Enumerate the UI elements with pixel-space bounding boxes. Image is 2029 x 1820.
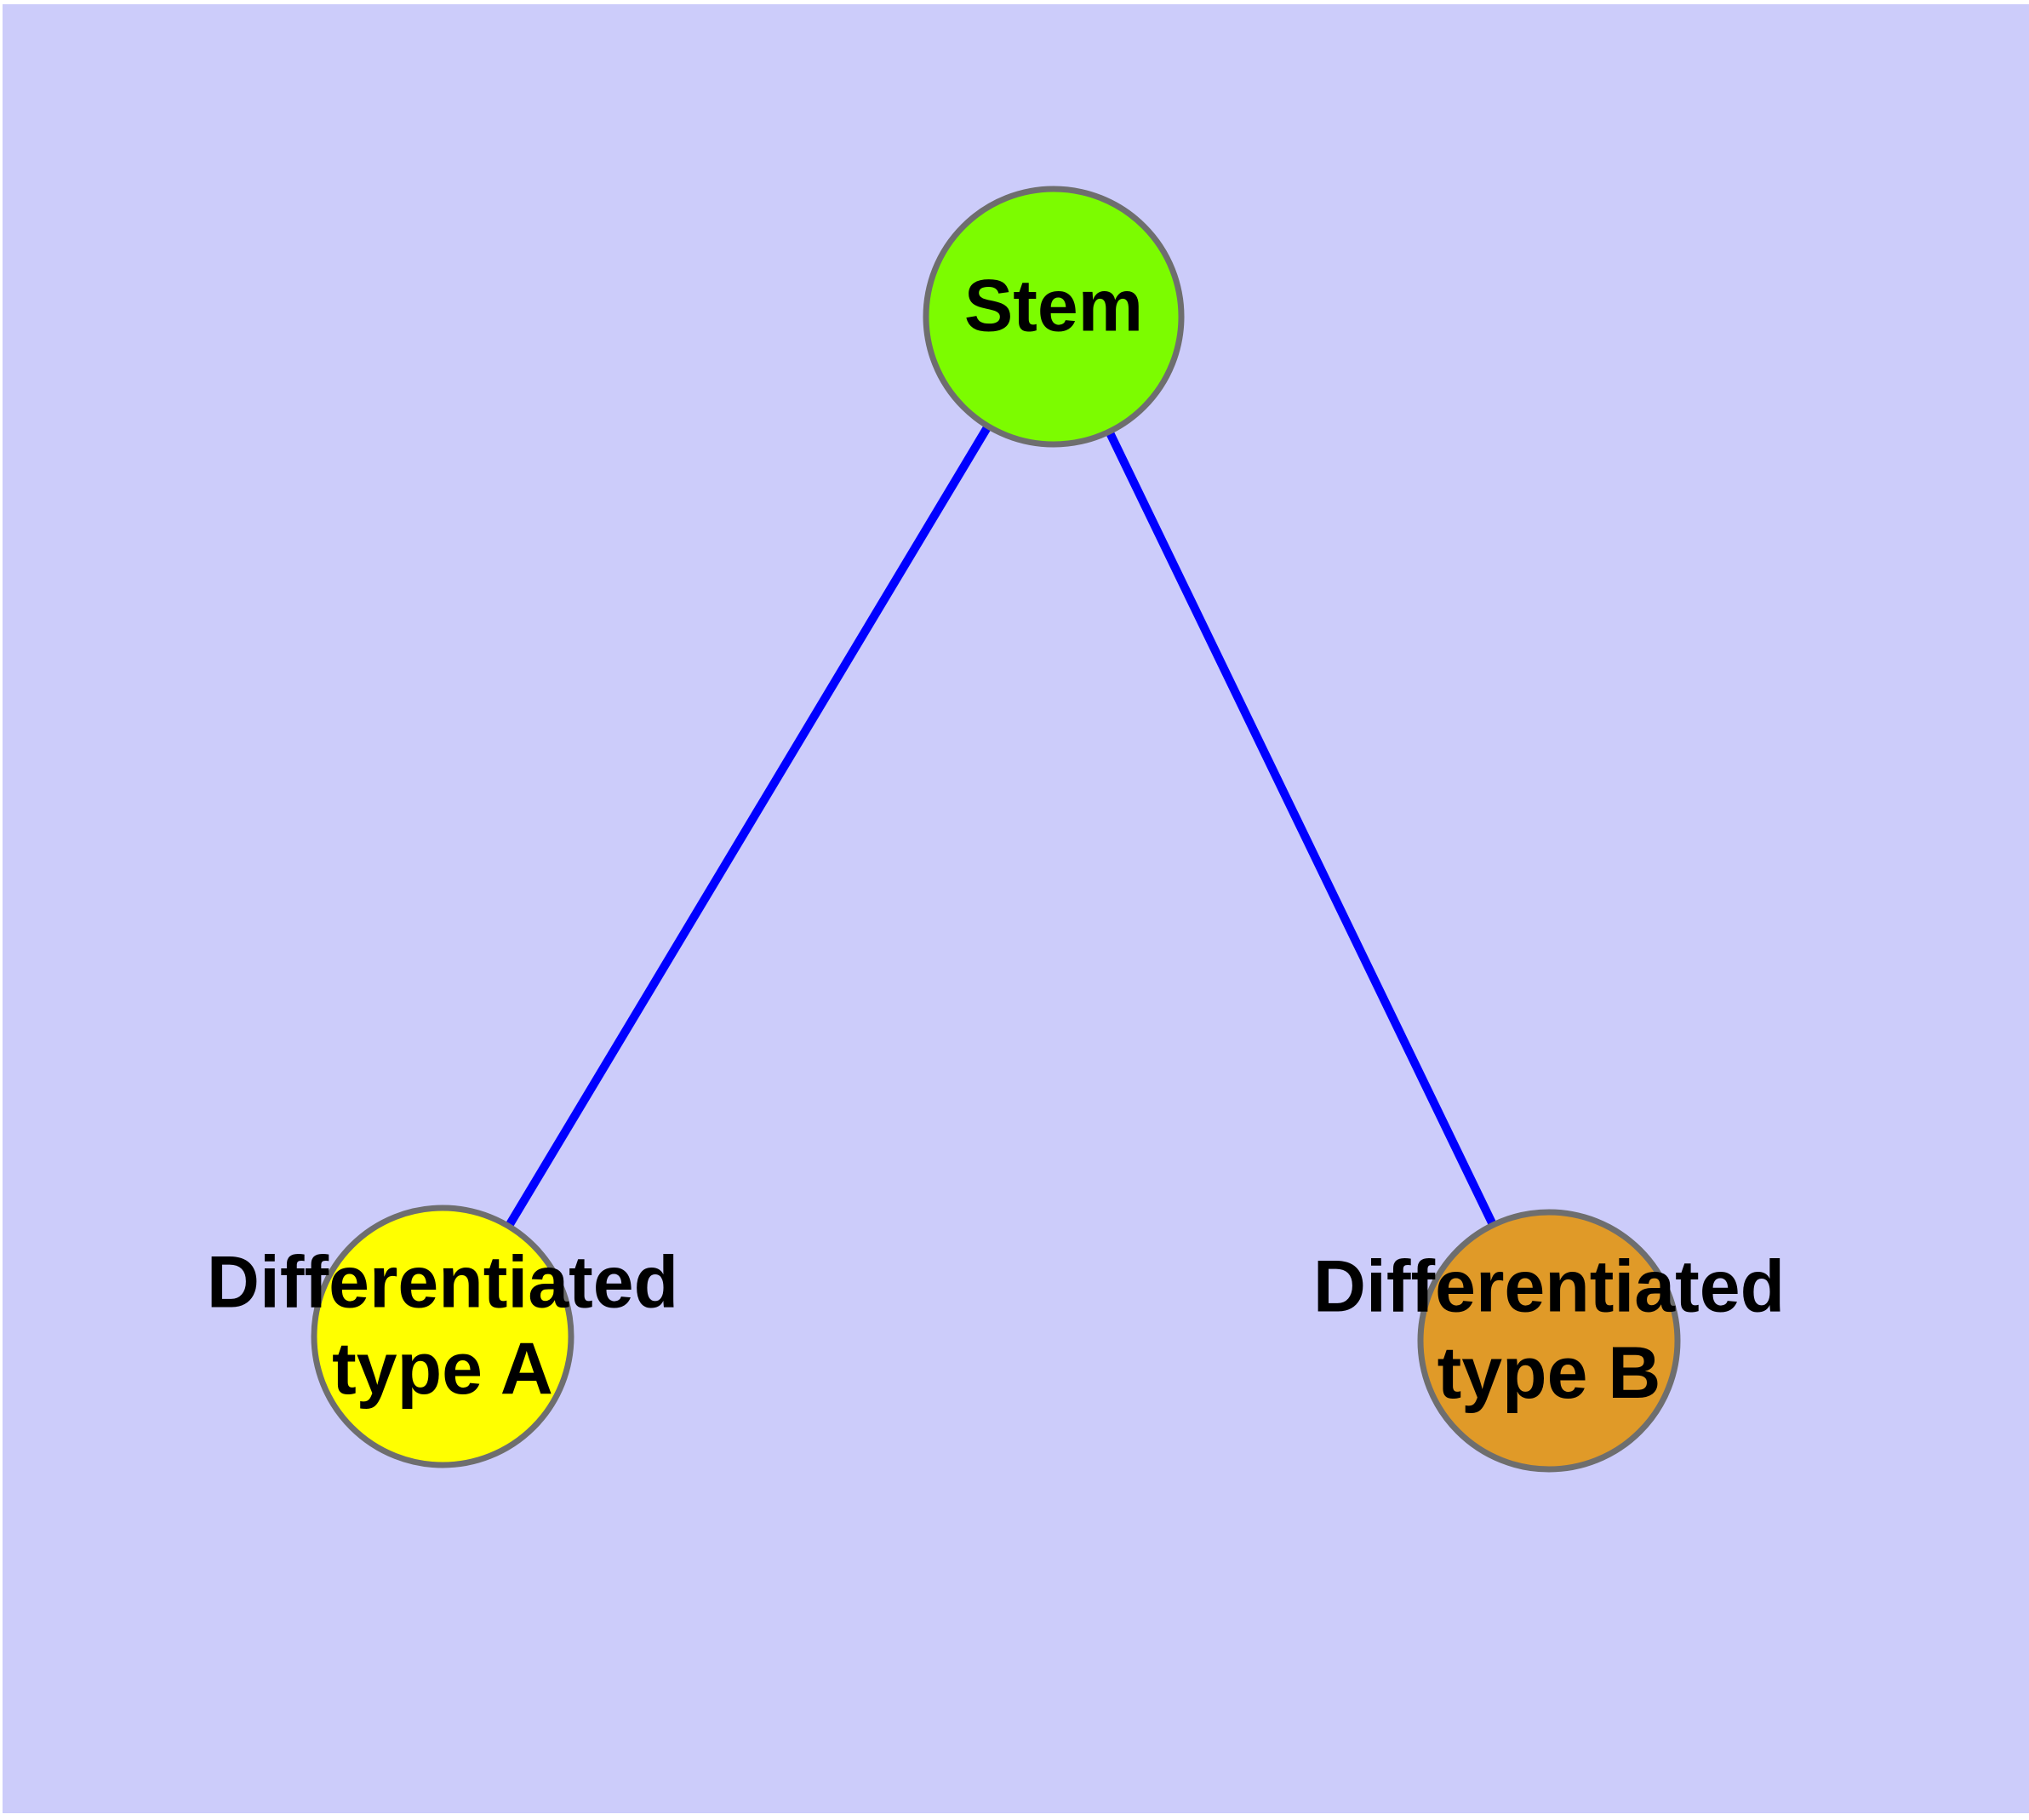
diagram-background (3, 4, 2029, 1813)
